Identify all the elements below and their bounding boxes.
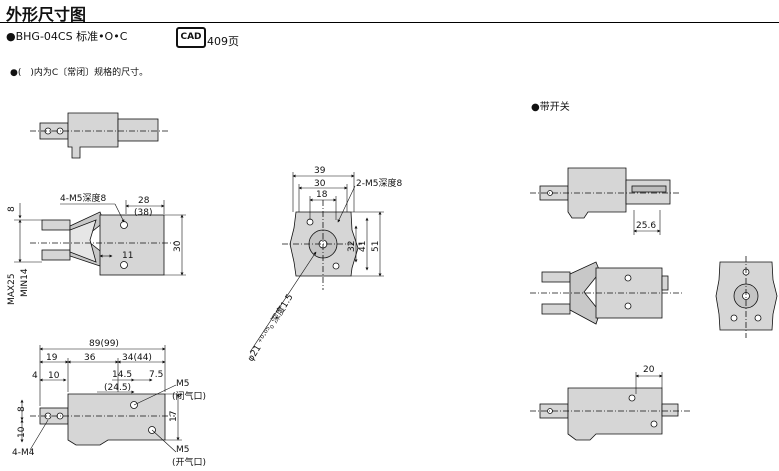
dim-label: 41 <box>358 241 368 252</box>
dim-label: 4-M4 <box>12 448 35 458</box>
dims-switch-top <box>633 210 661 235</box>
dim-label: 11 <box>122 251 133 261</box>
dims-jaw-left <box>14 200 186 276</box>
view-switch-bottom <box>530 387 690 441</box>
dim-label: 34(44) <box>122 353 152 363</box>
dim-label: 30 <box>173 240 183 252</box>
view-switch-jaw <box>530 261 682 325</box>
dim-label: 7.5 <box>149 370 163 380</box>
dim-label: 51 <box>371 241 381 252</box>
dim-label: 10 <box>48 371 60 381</box>
view-jaw-left <box>30 211 175 276</box>
cad-page-ref[interactable]: 409页 <box>207 35 239 48</box>
cad-link-icon[interactable]: CAD <box>176 27 206 48</box>
dim-label: 4 <box>32 371 38 381</box>
dim-label: (24.5) <box>104 383 131 393</box>
dim-label: 10 <box>17 426 27 438</box>
dims-end-middle <box>249 172 384 353</box>
dim-label: 36 <box>84 353 96 363</box>
dims-switch-bottom <box>635 372 663 394</box>
page-title: 外形尺寸图 <box>6 5 87 24</box>
dim-label: 32 <box>347 241 357 252</box>
dim-label: MAX25 <box>7 273 17 305</box>
dim-label: 25.6 <box>636 221 656 231</box>
dim-label: (38) <box>134 208 152 218</box>
dims-bottom-left <box>20 345 182 453</box>
dim-label: φ21 ⁺⁰·⁰⁵₀ 深度1.5 <box>244 292 295 364</box>
dim-label: M5 <box>176 379 190 389</box>
dim-label: (开气口) <box>172 456 206 468</box>
dim-label: 2-M5深度8 <box>356 177 402 189</box>
view-top-left <box>30 112 170 159</box>
switch-section-title: ●带开关 <box>531 102 570 113</box>
view-switch-top <box>530 167 680 219</box>
dim-label: 20 <box>643 365 655 375</box>
dim-label: 19 <box>46 353 58 363</box>
dim-label: 30 <box>314 179 326 189</box>
note-text: ●( )内为C〔常闭〕规格的尺寸。 <box>10 68 149 78</box>
dim-label: (闭气口) <box>172 390 206 402</box>
dim-label: 89(99) <box>89 339 119 349</box>
dim-label: 18 <box>316 190 328 200</box>
dim-label: 39 <box>314 166 326 176</box>
dim-label: 8 <box>7 206 17 212</box>
dim-label: 17 <box>169 411 179 422</box>
dim-label: M5 <box>176 445 190 455</box>
view-bottom-left <box>30 393 175 446</box>
view-switch-end <box>715 256 778 338</box>
dim-label: 4-M5深度8 <box>60 192 106 204</box>
dim-label: 14.5 <box>112 370 132 380</box>
dim-label: 8 <box>17 406 27 412</box>
model-line: ●BHG-04CS 标准•O•C <box>6 30 128 43</box>
dim-label: MIN14 <box>20 268 30 297</box>
title-divider <box>0 22 779 23</box>
dim-label: 28 <box>138 196 150 206</box>
